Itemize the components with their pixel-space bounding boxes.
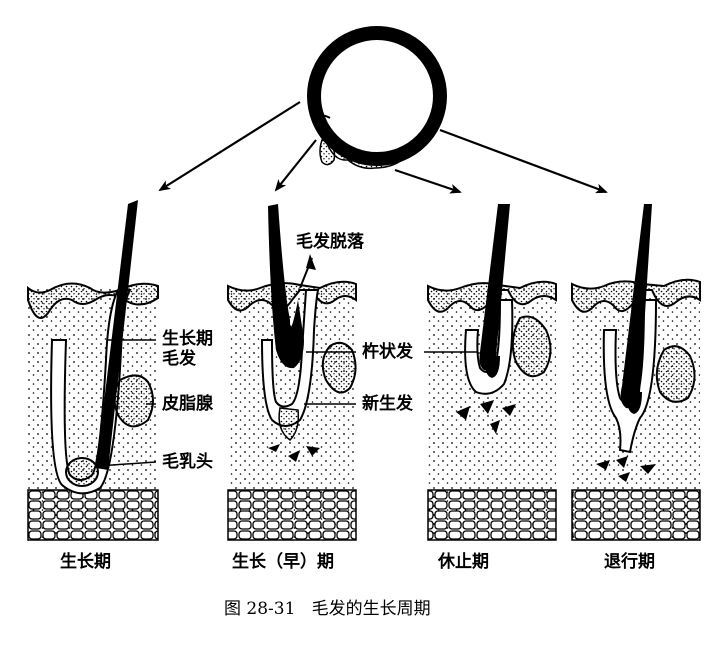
stage-name-catagen: 退行期 [604, 552, 655, 572]
arrow-to-catagen [439, 128, 608, 194]
cycle-arrows [158, 101, 608, 194]
arrow-to-anagen [158, 101, 301, 192]
cycle-ring [307, 26, 447, 170]
figure-caption: 图 28-31 毛发的生长周期 [224, 599, 431, 619]
stage-name-early-anagen: 生长（早）期 [232, 552, 334, 572]
panel-catagen [571, 204, 701, 541]
arrow-to-early-anagen [274, 139, 317, 192]
label-club-hair: 杵状发 [362, 342, 413, 362]
label-dermal-papilla: 毛乳头 [162, 452, 213, 472]
panel-anagen [27, 200, 159, 541]
stage-name-telogen: 休止期 [438, 552, 489, 572]
panel-telogen [424, 204, 557, 541]
label-anagen-hair: 生长期 毛发 [162, 329, 213, 369]
label-hair-shedding: 毛发脱落 [296, 232, 364, 252]
label-new-hair: 新生发 [362, 394, 413, 414]
label-sebaceous-gland: 皮脂腺 [162, 394, 213, 414]
stage-name-anagen: 生长期 [60, 552, 111, 572]
panel-early-anagen [227, 204, 357, 541]
arrow-to-telogen [394, 168, 462, 194]
